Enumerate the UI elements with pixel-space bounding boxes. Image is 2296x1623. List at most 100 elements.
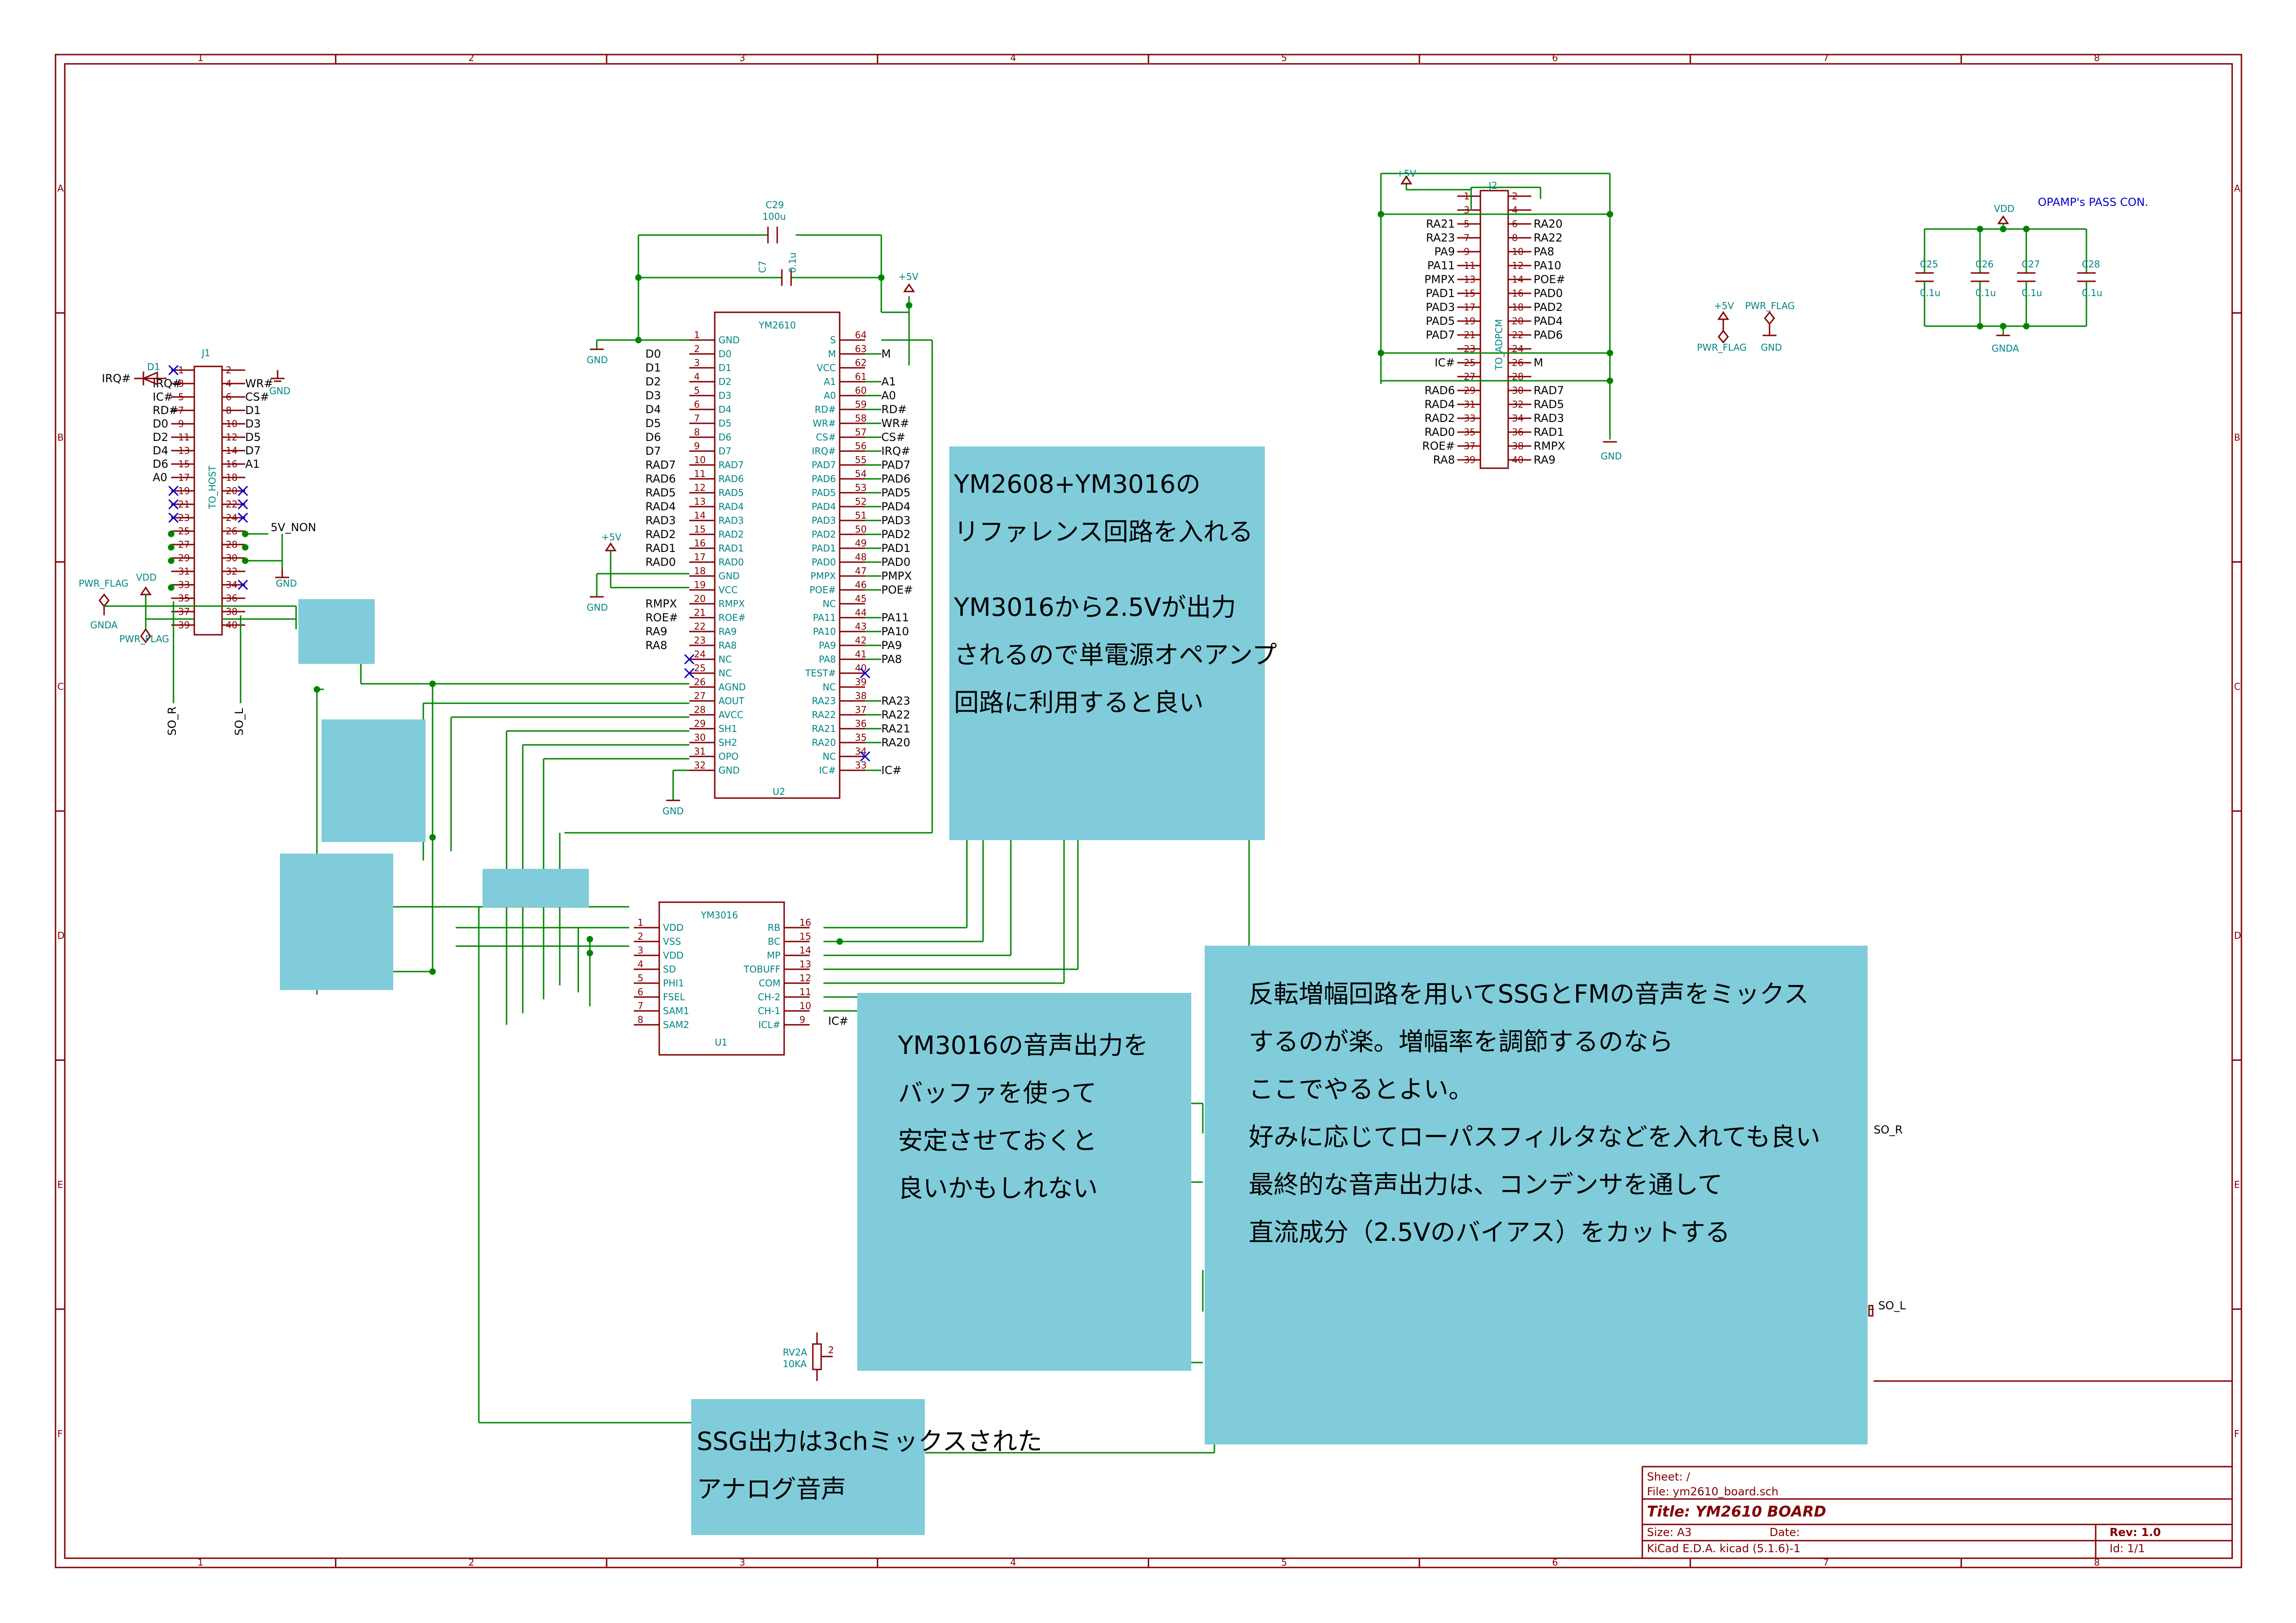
- zone-col-top: 5: [1281, 52, 1287, 63]
- u2-pin-num: 7: [694, 413, 700, 424]
- j2-net-label: POE#: [1534, 273, 1566, 286]
- j2-net-label: PA11: [1427, 259, 1455, 272]
- u2-pin-num: 41: [855, 649, 866, 660]
- u2-pin-name: SH1: [718, 723, 737, 734]
- j2-pin-num: 31: [1464, 399, 1475, 410]
- u2-net-label: RAD4: [645, 500, 676, 513]
- blank-box-3: [280, 854, 393, 990]
- u2-net-label: RA20: [881, 736, 910, 749]
- u2-pin-name: RD#: [815, 404, 836, 415]
- j1-pin-num: 14: [226, 445, 237, 456]
- opamp-cap-ref: C28: [2082, 259, 2100, 270]
- c7-ref: C7: [757, 260, 768, 273]
- u1-pin-name: ICL#: [758, 1019, 780, 1030]
- u2-pin-num: 21: [694, 607, 706, 618]
- u2-net-label: RD#: [881, 403, 907, 416]
- j1-pin-num: 20: [226, 485, 237, 496]
- zone-col-bottom: 1: [198, 1557, 204, 1568]
- j2-pin-num: 1: [1464, 191, 1470, 202]
- j1-pin-num: 16: [226, 458, 237, 470]
- signal-wires: [171, 605, 1874, 1454]
- zone-col-top: 3: [739, 52, 745, 63]
- j2-pin-num: 35: [1464, 427, 1475, 438]
- u2-pin-num: 31: [694, 746, 706, 757]
- zone-row-left: C: [57, 681, 64, 692]
- u2-net-label: POE#: [881, 583, 913, 596]
- note-reference-circuit: YM2608+YM3016の リファレンス回路を入れる YM3016から2.5V…: [949, 446, 1277, 840]
- u2-net-label: PMPX: [881, 570, 912, 582]
- j2-pin-num: 11: [1464, 260, 1475, 271]
- j1-pin-num: 28: [226, 539, 237, 550]
- j2-net-label: PA9: [1434, 245, 1455, 258]
- u2-pin-name: TEST#: [805, 668, 836, 679]
- j1-pin-num: 29: [178, 552, 190, 564]
- u2-pin-name: RAD1: [718, 543, 744, 554]
- u2-pin-num: 3: [694, 357, 700, 368]
- u2-pin-name: AOUT: [718, 695, 745, 706]
- u2-pin-name: D0: [718, 348, 731, 359]
- u2-pin-num: 54: [855, 468, 866, 479]
- u2-pin-name: PAD4: [811, 501, 836, 512]
- j2-pin-num: 22: [1512, 329, 1523, 341]
- u2-pin-name: RAD7: [718, 459, 744, 471]
- j1-net-label: RD#: [153, 404, 178, 417]
- u2-net-label: RA9: [645, 625, 667, 638]
- j1-net-label: D0: [153, 417, 168, 430]
- j2-net-label: RAD3: [1534, 412, 1564, 425]
- u2-pin-num: 24: [694, 649, 706, 660]
- u2-pin-name: VCC: [718, 584, 738, 595]
- u2-pin-name: D2: [718, 376, 731, 387]
- j1-net-label: D1: [245, 404, 261, 417]
- blank-box-4: [483, 869, 589, 907]
- u2-net-label: RAD6: [645, 472, 676, 485]
- j1-ref: J1: [201, 347, 210, 359]
- u2-pin-num: 8: [694, 427, 700, 438]
- j2-pin-num: 37: [1464, 440, 1475, 452]
- u2-net-label: RAD5: [645, 486, 676, 499]
- u2-pin-num: 10: [694, 454, 706, 465]
- gnd-u2-mid: GND: [587, 602, 608, 613]
- u1-pin-name: SAM2: [663, 1019, 689, 1030]
- j1-net-label: IRQ#: [102, 372, 131, 385]
- j2-pin-num: 26: [1512, 357, 1523, 368]
- u2-pin-name: RAD4: [718, 501, 744, 512]
- j2-net-label: PAD6: [1534, 328, 1563, 341]
- u2-pin-name: RAD5: [718, 487, 744, 498]
- u2-net-label: A0: [881, 389, 896, 402]
- u2-net-label: PAD3: [881, 514, 910, 527]
- u2-net-label: PA8: [881, 653, 902, 666]
- j1-pin-num: 7: [178, 405, 184, 416]
- j2-net-label: RA21: [1426, 217, 1455, 230]
- zone-col-top: 2: [468, 52, 474, 63]
- j1-pin-num: 5: [178, 391, 184, 403]
- u2-net-label: D6: [645, 431, 661, 444]
- u2-pin-name: AGND: [718, 681, 746, 693]
- u2-pin-num: 6: [694, 399, 700, 410]
- note-ref-line-3: [954, 556, 1265, 583]
- j2-pin-num: 19: [1464, 316, 1475, 327]
- j1-pin-num: 2: [226, 365, 232, 376]
- u2-pin-num: 11: [694, 468, 706, 479]
- j1-pin-num: 24: [226, 512, 237, 523]
- u2-pin-name: RA22: [812, 709, 836, 720]
- u1-pin-num: 12: [799, 973, 811, 984]
- zone-row-left: E: [57, 1179, 63, 1190]
- u2-pin-num: 9: [694, 440, 700, 452]
- u2-pin-name: POE#: [810, 584, 836, 595]
- zone-col-bottom: 3: [739, 1557, 745, 1568]
- u2-pin-name: A0: [824, 390, 836, 401]
- j1-pin-num: 35: [178, 593, 190, 604]
- u2-net-label: RAD3: [645, 514, 676, 527]
- zone-row-right: B: [2234, 432, 2240, 443]
- j1-net-label: D4: [153, 444, 168, 457]
- u2-pin-name: D3: [718, 390, 731, 401]
- u2-pin-name: NC: [718, 668, 732, 679]
- u1-pin-num: 6: [637, 986, 644, 997]
- j2-pin-num: 34: [1512, 413, 1523, 424]
- u2-pin-name: PA11: [813, 612, 836, 623]
- j2-pin-num: 13: [1464, 274, 1475, 285]
- j2-pin-num: 10: [1512, 246, 1523, 257]
- j2-net-label: PAD4: [1534, 315, 1563, 328]
- rv2-ref: RV2A: [783, 1347, 807, 1358]
- u2-pin-num: 35: [855, 732, 866, 743]
